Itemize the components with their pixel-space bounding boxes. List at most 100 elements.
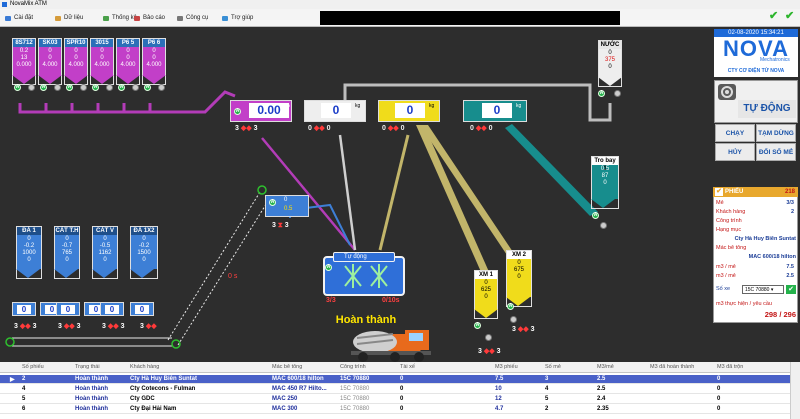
additive-scale-counter: 3 ◆◆ 3 — [235, 125, 258, 132]
menu-data[interactable]: Dữ liệu — [55, 13, 83, 24]
cancel-button[interactable]: HỦY — [715, 143, 755, 161]
cement-1-motor-icon[interactable] — [485, 334, 492, 341]
cement-2-status-icon[interactable]: A — [507, 303, 514, 310]
vehicle-confirm-icon[interactable]: ✔ — [786, 285, 796, 294]
flyash-motor-icon[interactable] — [600, 222, 607, 229]
additive-motor-status-icon[interactable]: A — [14, 84, 21, 91]
belt-scale[interactable]: 0 — [100, 302, 124, 316]
order-row: Công trình — [716, 218, 742, 224]
belt-counter: 3 ◆◆ 3 — [102, 323, 125, 330]
belt-counter: 3 ◆◆ 3 — [14, 323, 37, 330]
order-total-label: m3 thực hiện / yêu cầu — [716, 301, 772, 307]
belt-scale[interactable]: 0 — [56, 302, 80, 316]
additive-motor-status-icon[interactable]: A — [92, 84, 99, 91]
menu-statistics[interactable]: Thống kê — [103, 13, 137, 24]
confirm-check-icon[interactable]: ✔ — [769, 10, 779, 22]
small-hopper[interactable]: 0 0.5 A — [265, 195, 309, 217]
menu-tools[interactable]: Công cụ — [177, 13, 208, 24]
table-row[interactable]: 6 Hoàn thành Cty Đại Hải Nam MAC 300 15C… — [0, 405, 790, 414]
flyash-screw — [505, 124, 598, 216]
scale-status-icon[interactable]: A — [234, 108, 241, 115]
gear-icon[interactable] — [718, 84, 736, 100]
menu-reports[interactable]: Bảo cáo — [134, 13, 165, 24]
settings-icon — [5, 16, 11, 21]
tools-icon — [177, 16, 183, 21]
mixer-status-icon[interactable]: A — [325, 264, 332, 271]
app-icon — [2, 2, 7, 7]
additive-valve-icon[interactable] — [80, 84, 87, 91]
incline-belt — [167, 191, 261, 341]
water-pump-status-icon[interactable]: A — [598, 90, 605, 97]
water-pipe — [343, 83, 612, 122]
company-logo — [714, 29, 798, 77]
help-icon — [222, 16, 228, 21]
change-batch-button[interactable]: ĐỔI SỐ MẺ — [756, 143, 796, 161]
cement-scale[interactable]: 0 kg — [378, 100, 440, 122]
mixer-header: Tự động — [333, 252, 395, 262]
water-to-mixer-pipe — [338, 134, 357, 251]
window-title-bar: NovaMix ATM — [0, 0, 800, 9]
additive-motor-status-icon[interactable]: A — [40, 84, 47, 91]
table-row[interactable]: ▶ 2 Hoàn thành Cty Hà Huy Biên Suntat MA… — [0, 375, 790, 384]
additive-to-mixer-pipe — [261, 137, 356, 251]
mode-auto-button[interactable]: TỰ ĐỘNG — [738, 100, 796, 118]
table-row[interactable]: 4 Hoàn thành Cty Cotecons - Fulman MAC 4… — [0, 385, 790, 394]
order-mix: MAC 600/18 hilton — [748, 254, 796, 260]
data-icon — [55, 16, 61, 21]
belt-scale[interactable]: 0 — [12, 302, 36, 316]
pause-button[interactable]: TẠM DỪNG — [756, 124, 796, 142]
additive-valve-icon[interactable] — [158, 84, 165, 91]
order-header: ✔ PHIẾU 218 — [713, 187, 798, 197]
vehicle-select[interactable]: 15C 70880 ▾ — [742, 285, 784, 294]
table-row[interactable]: 5 Hoàn thành Cty GDC MAC 250 15C 70880 0… — [0, 395, 790, 404]
additive-scale[interactable]: 0.00 lt A — [230, 100, 292, 122]
run-button[interactable]: CHẠY — [715, 124, 755, 142]
additive-valve-icon[interactable] — [132, 84, 139, 91]
statistics-icon — [103, 16, 109, 21]
water-valve-icon[interactable] — [614, 90, 621, 97]
table-scrollbar[interactable] — [790, 362, 800, 419]
order-row: Hạng mục — [716, 227, 742, 233]
water-scale[interactable]: 0 kg — [304, 100, 366, 122]
window-title: NovaMix ATM — [10, 1, 47, 7]
confirm-check-icon-2[interactable]: ✔ — [785, 10, 795, 22]
flyash-status-icon[interactable]: A — [592, 212, 599, 219]
logo-subtitle: Mechatronics — [760, 57, 790, 63]
additive-motor-status-icon[interactable]: A — [66, 84, 73, 91]
additive-motor-status-icon[interactable]: A — [144, 84, 151, 91]
hopper-counter: 3 ⧗ 3 — [272, 222, 289, 229]
additive-motor-status-icon[interactable]: A — [118, 84, 125, 91]
order-check-icon[interactable]: ✔ — [715, 188, 723, 196]
mixer-batch-counter: 3/3 — [326, 297, 336, 304]
additive-valve-icon[interactable] — [54, 84, 61, 91]
additive-valve-icon[interactable] — [106, 84, 113, 91]
aggregate-scale[interactable]: 0 kg — [463, 100, 527, 122]
menu-settings[interactable]: Cài đặt — [5, 13, 33, 24]
belt-scale[interactable]: 0 — [130, 302, 154, 316]
hopper-status-icon[interactable]: A — [269, 199, 276, 206]
additive-valve-icon[interactable] — [28, 84, 35, 91]
mixer[interactable] — [323, 256, 405, 296]
menu-help[interactable]: Trợ giúp — [222, 13, 253, 24]
cement-screw-1 — [416, 125, 497, 290]
cement-1-status-icon[interactable]: A — [474, 322, 481, 329]
cement-2-motor-icon[interactable] — [510, 316, 517, 323]
